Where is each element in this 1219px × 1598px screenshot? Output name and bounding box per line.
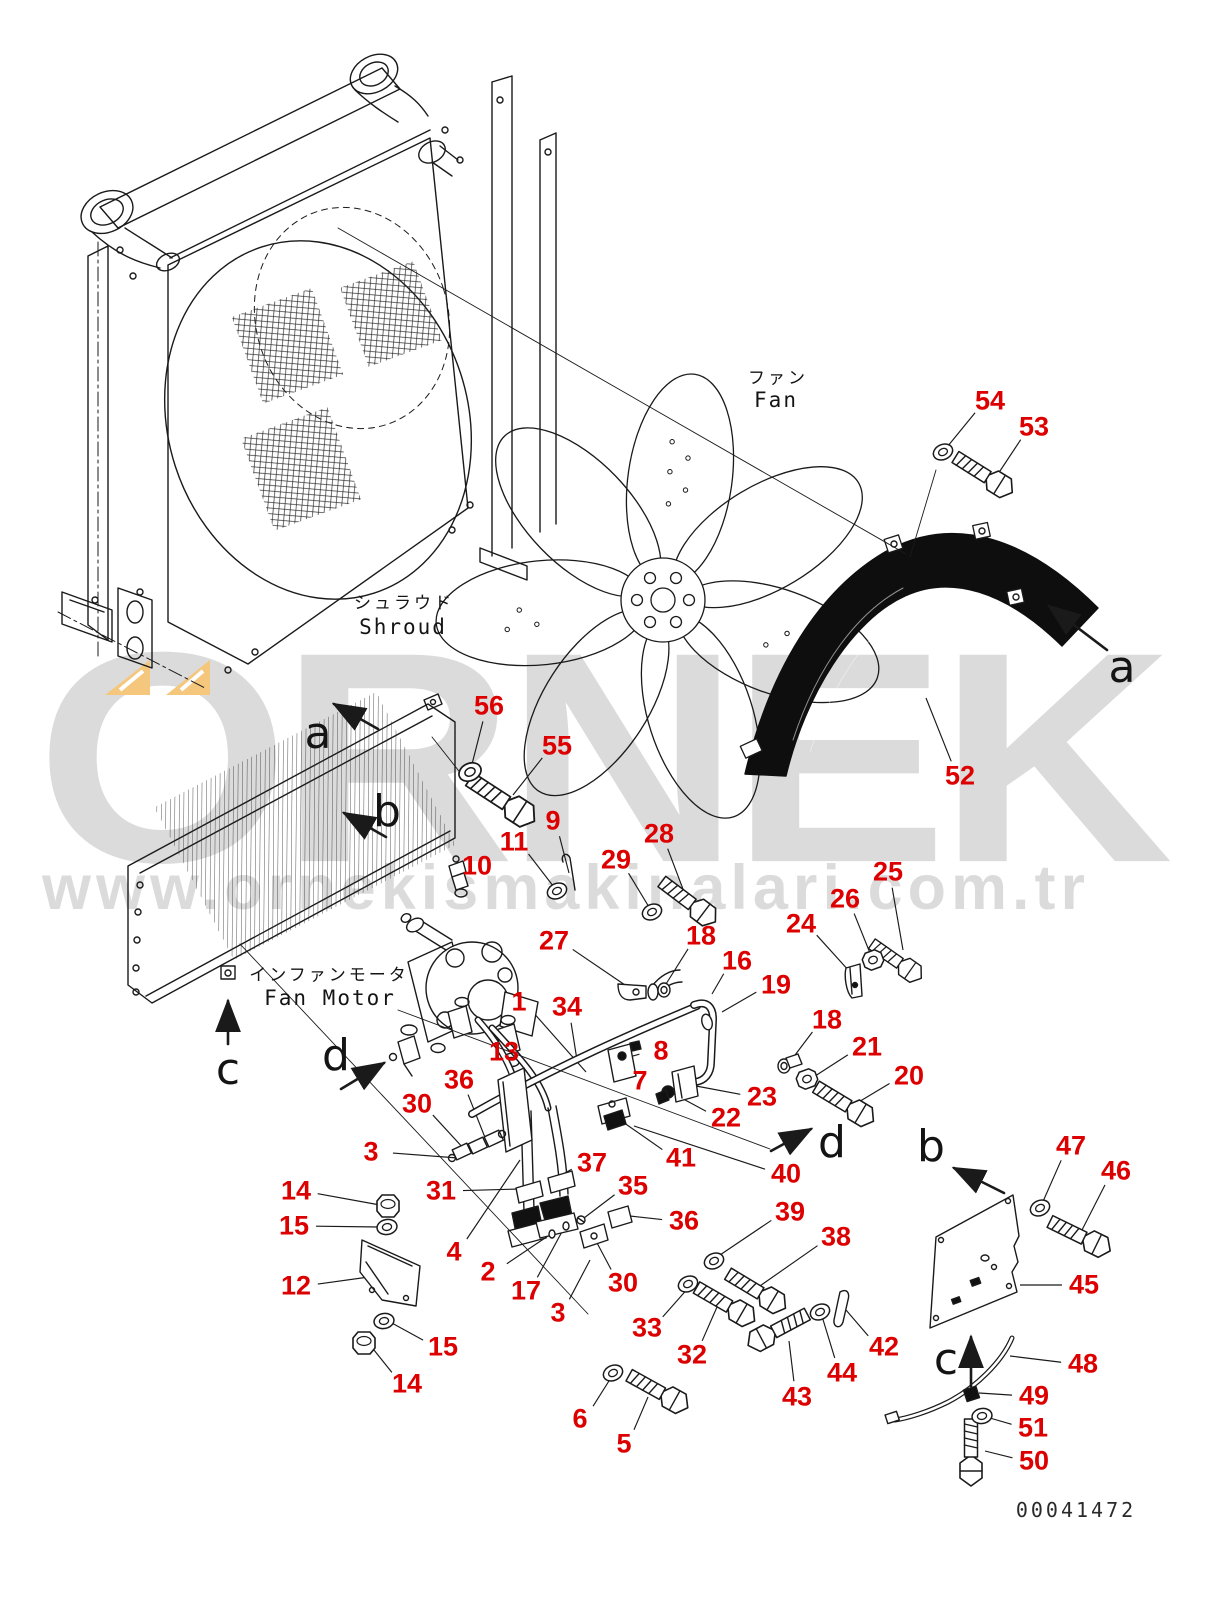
callout-7: 7 (632, 1065, 648, 1096)
radiator-shroud-drawing (57, 53, 557, 689)
callout-36: 36 (443, 1064, 475, 1095)
callout-52: 52 (944, 760, 976, 791)
callout-3: 3 (550, 1297, 566, 1328)
callout-44: 44 (826, 1357, 858, 1388)
view-letter-c: c (933, 1334, 959, 1385)
fan-motor-label-jp: インファンモータ (249, 965, 409, 986)
callout-39: 39 (774, 1196, 806, 1227)
fan-motor-drawing (388, 913, 539, 1077)
callout-18: 18 (685, 920, 717, 951)
callout-24: 24 (785, 908, 817, 939)
view-letter-c: c (215, 1044, 241, 1095)
callout-40: 40 (770, 1158, 802, 1189)
callout-17: 17 (510, 1275, 542, 1306)
shroud-label-jp: シュラウド (354, 593, 454, 614)
callout-27: 27 (538, 925, 570, 956)
lower-panel-drawing (127, 691, 463, 1004)
callout-36: 36 (668, 1205, 700, 1236)
callout-48: 48 (1067, 1348, 1099, 1379)
fan-label-jp: ファン (748, 368, 808, 389)
callout-55: 55 (541, 730, 573, 761)
document-number: 00041472 (1015, 1498, 1137, 1522)
callout-34: 34 (551, 991, 583, 1022)
callout-31: 31 (425, 1175, 457, 1206)
callout-25: 25 (872, 856, 904, 887)
callout-49: 49 (1018, 1380, 1050, 1411)
callout-2: 2 (480, 1256, 496, 1287)
callout-13: 13 (488, 1036, 520, 1067)
callout-15: 15 (278, 1210, 310, 1241)
fan-drawing (435, 373, 880, 819)
callout-54: 54 (974, 385, 1006, 416)
callout-6: 6 (572, 1403, 588, 1434)
callout-33: 33 (631, 1312, 663, 1343)
callout-11: 11 (499, 826, 529, 857)
callout-1: 1 (511, 986, 527, 1017)
shroud-label-en: Shroud (359, 615, 447, 639)
callout-30: 30 (607, 1267, 639, 1298)
callout-30: 30 (401, 1088, 433, 1119)
plate-45-drawing (929, 1194, 1020, 1329)
view-letter-b: b (917, 1121, 945, 1172)
callout-20: 20 (893, 1060, 925, 1091)
callout-29: 29 (600, 844, 632, 875)
callout-5: 5 (616, 1428, 632, 1459)
callout-18: 18 (811, 1004, 843, 1035)
view-letter-b: b (373, 786, 401, 837)
callout-47: 47 (1055, 1130, 1087, 1161)
callout-16: 16 (721, 945, 753, 976)
callout-38: 38 (820, 1221, 852, 1252)
callout-26: 26 (829, 883, 861, 914)
callout-10: 10 (461, 850, 493, 881)
fan-motor-label-en: Fan Motor (264, 986, 396, 1010)
view-letter-d: d (818, 1117, 846, 1168)
callout-56: 56 (473, 690, 505, 721)
view-arrows (215, 604, 1109, 1388)
callout-21: 21 (851, 1031, 883, 1062)
callout-45: 45 (1068, 1269, 1100, 1300)
callout-46: 46 (1100, 1155, 1132, 1186)
view-letter-a: a (304, 708, 332, 759)
callout-28: 28 (643, 818, 675, 849)
callout-9: 9 (545, 805, 561, 836)
callout-23: 23 (746, 1081, 778, 1112)
callout-14: 14 (391, 1368, 423, 1399)
projection-lines (239, 227, 937, 1315)
callout-51: 51 (1017, 1412, 1049, 1443)
callout-15: 15 (427, 1331, 459, 1362)
callout-42: 42 (868, 1331, 900, 1362)
callout-22: 22 (710, 1102, 742, 1133)
callout-19: 19 (760, 969, 792, 1000)
callout-35: 35 (617, 1170, 649, 1201)
callout-32: 32 (676, 1339, 708, 1370)
view-letter-a: a (1108, 642, 1136, 693)
callout-8: 8 (653, 1035, 669, 1066)
callout-4: 4 (446, 1236, 462, 1267)
tube-assembly-drawing (359, 853, 863, 1328)
rod-48-drawing (884, 1335, 1015, 1425)
callout-14: 14 (280, 1175, 312, 1206)
callout-37: 37 (576, 1147, 608, 1178)
callout-50: 50 (1018, 1445, 1050, 1476)
fan-label-en: Fan (754, 388, 798, 412)
callout-43: 43 (781, 1381, 813, 1412)
callout-12: 12 (280, 1270, 312, 1301)
callout-3: 3 (363, 1136, 379, 1167)
view-letter-d: d (322, 1030, 350, 1081)
callout-53: 53 (1018, 411, 1050, 442)
callout-41: 41 (665, 1142, 697, 1173)
